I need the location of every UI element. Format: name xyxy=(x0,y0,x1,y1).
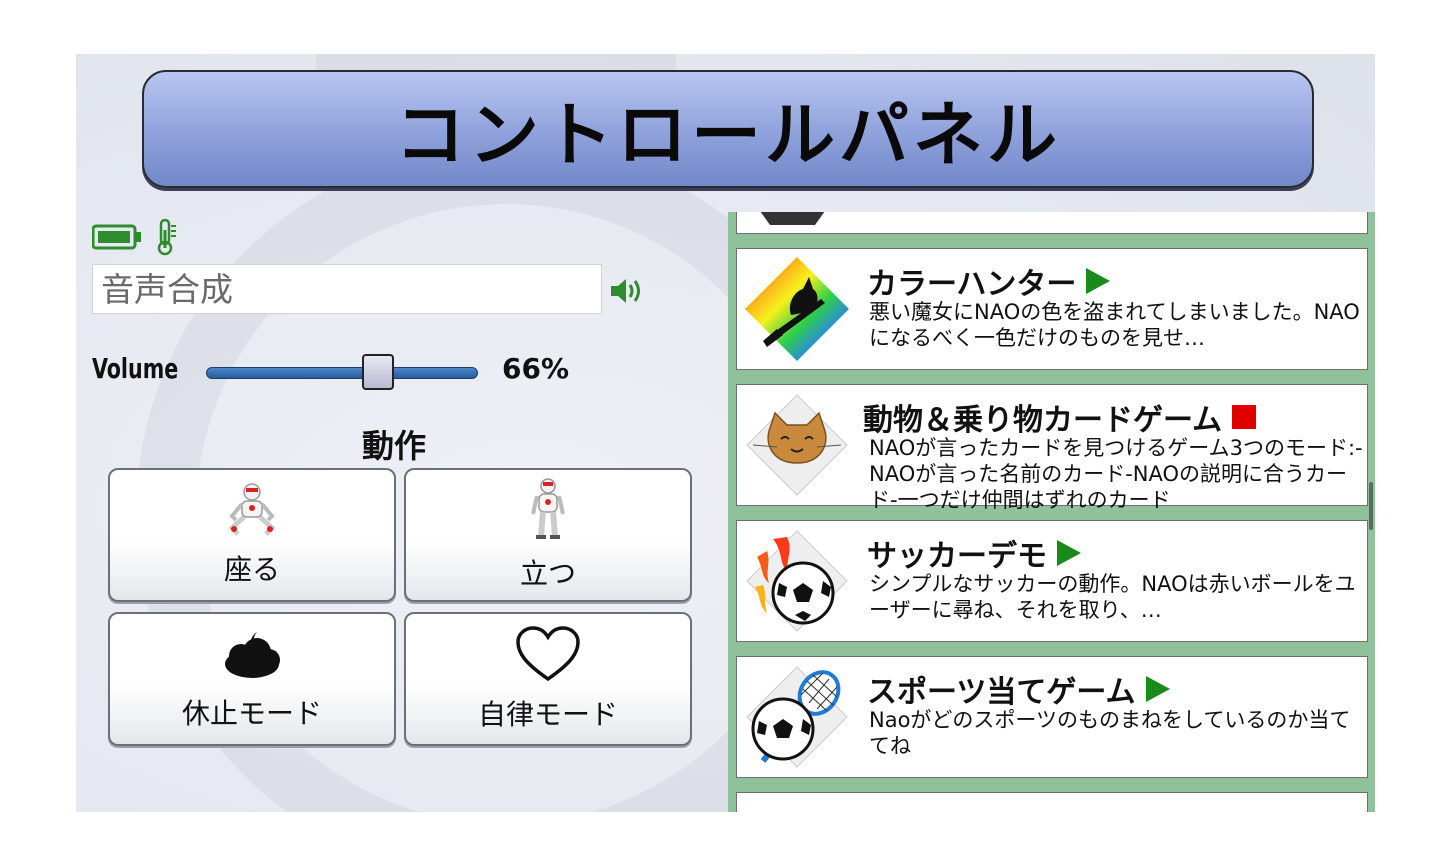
app-card-title-text: スポーツ当てゲーム xyxy=(867,675,1136,710)
cat-icon xyxy=(743,391,851,499)
battery-icon xyxy=(91,224,142,254)
stop-icon xyxy=(1232,405,1257,429)
list-scrollbar[interactable] xyxy=(1369,482,1373,530)
app-card-soccer-demo[interactable]: サッカーデモ シンプルなサッカーの動作。NAOは赤いボールをユーザーに尋ね、それ… xyxy=(736,520,1368,642)
speech-input-box[interactable] xyxy=(92,264,602,314)
app-card-desc: シンプルなサッカーの動作。NAOは赤いボールをユーザーに尋ね、それを取り、… xyxy=(869,572,1356,622)
list-item-partial-top[interactable] xyxy=(736,212,1368,234)
app-card-title-text: カラーハンター xyxy=(867,267,1077,302)
stand-button[interactable]: 立つ xyxy=(404,468,692,602)
robot-sitting-icon xyxy=(224,482,280,542)
page-title: コントロールパネル xyxy=(395,93,1061,176)
app-list[interactable]: カラーハンター 悪い魔女にNAOの色を盗まれてしまいました。NAOになるべく一色… xyxy=(728,212,1375,812)
app-card-desc: 悪い魔女にNAOの色を盗まれてしまいました。NAOになるべく一色だけのものを見せ… xyxy=(869,300,1360,350)
volume-value: 66% xyxy=(502,352,570,385)
list-item-partial-bottom[interactable] xyxy=(736,792,1368,812)
app-card-color-hunter[interactable]: カラーハンター 悪い魔女にNAOの色を盗まれてしまいました。NAOになるべく一色… xyxy=(736,248,1368,370)
volume-slider-track[interactable] xyxy=(206,367,478,379)
cloud-moon-icon xyxy=(219,626,285,686)
witch-icon xyxy=(743,255,851,363)
app-card-title: スポーツ当てゲーム xyxy=(867,667,1170,711)
app-card-title: 動物＆乗り物カードゲーム xyxy=(863,395,1257,439)
autonomous-mode-button[interactable]: 自律モード xyxy=(404,612,692,746)
sit-button[interactable]: 座る xyxy=(108,468,396,602)
app-card-sports-guess[interactable]: スポーツ当てゲーム Naoがどのスポーツのものまねをしているのか当ててね xyxy=(736,656,1368,778)
app-card-animal-vehicle-cards[interactable]: 動物＆乗り物カードゲーム NAOが言ったカードを見つけるゲーム3つのモード:-N… xyxy=(736,384,1368,512)
soccer-ball-fire-icon xyxy=(743,527,851,635)
status-row xyxy=(91,218,178,260)
stand-button-label: 立つ xyxy=(519,557,576,590)
speaker-icon[interactable] xyxy=(609,276,647,310)
autonomous-mode-button-label: 自律モード xyxy=(477,698,618,731)
robot-standing-icon xyxy=(528,478,568,546)
control-panel: コントロールパネル xyxy=(76,54,1375,812)
sit-button-label: 座る xyxy=(223,553,280,586)
app-card-desc: Naoがどのスポーツのものまねをしているのか当ててね xyxy=(869,708,1351,758)
play-icon xyxy=(1086,268,1111,294)
thermometer-icon xyxy=(156,218,178,260)
app-card-title: サッカーデモ xyxy=(867,531,1081,575)
play-icon xyxy=(1145,676,1170,702)
play-icon xyxy=(1057,540,1081,566)
app-card-title-text: 動物＆乗り物カードゲーム xyxy=(863,403,1223,438)
volume-slider-thumb[interactable] xyxy=(362,354,394,390)
volume-label: Volume xyxy=(92,352,179,385)
title-bar: コントロールパネル xyxy=(142,70,1314,188)
soccer-racket-icon xyxy=(743,663,851,771)
app-card-desc: NAOが言ったカードを見つけるゲーム3つのモード:-NAOが言った名前のカード-… xyxy=(869,436,1363,512)
heart-icon xyxy=(515,625,581,687)
actions-section-title: 動作 xyxy=(362,427,427,465)
partial-item-icon xyxy=(760,212,825,225)
rest-mode-button[interactable]: 休止モード xyxy=(108,612,396,746)
app-card-title: カラーハンター xyxy=(867,259,1111,303)
speech-input[interactable] xyxy=(99,268,601,310)
rest-mode-button-label: 休止モード xyxy=(181,697,322,730)
app-card-title-text: サッカーデモ xyxy=(867,539,1047,574)
